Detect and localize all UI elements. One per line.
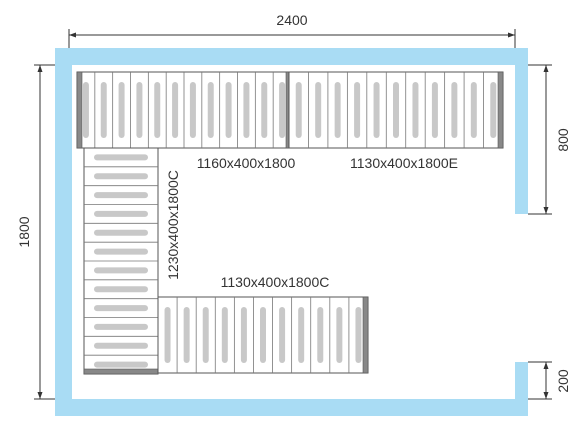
shelf-slat bbox=[298, 307, 305, 363]
shelf-slat bbox=[240, 307, 247, 363]
shelf-left-vertical bbox=[83, 147, 159, 375]
shelf-slat bbox=[136, 82, 143, 138]
shelf-slat bbox=[94, 192, 148, 199]
walls bbox=[55, 48, 528, 416]
shelf-slat bbox=[451, 82, 458, 138]
shelf-slat bbox=[164, 307, 171, 363]
shelf-slat bbox=[295, 82, 302, 138]
shelf-slat bbox=[373, 82, 380, 138]
shelf-slat bbox=[183, 307, 190, 363]
shelf-slat bbox=[221, 307, 228, 363]
shelf-slat bbox=[118, 82, 125, 138]
shelf-slat bbox=[207, 82, 214, 138]
dim-left-arrow-top bbox=[37, 65, 43, 72]
shelf-top-right bbox=[288, 71, 504, 149]
wall-bottom bbox=[55, 399, 528, 416]
shelf-slat bbox=[82, 82, 89, 138]
shelf-end-post bbox=[76, 71, 83, 149]
shelf-label-top-right: 1130x400x1800E bbox=[350, 155, 458, 171]
shelf-slat bbox=[189, 82, 196, 138]
wall-right-upper bbox=[515, 48, 528, 214]
shelf-bottom bbox=[157, 296, 369, 374]
shelf-slat bbox=[470, 82, 477, 138]
dim-right-lower-arrow-top bbox=[543, 362, 549, 369]
shelf-label-bottom: 1130x400x1800C bbox=[221, 274, 330, 290]
wall-left bbox=[55, 48, 72, 416]
shelf-end-post bbox=[497, 71, 504, 149]
dim-total-width-label: 2400 bbox=[276, 12, 307, 28]
dim-right-upper-label: 800 bbox=[555, 128, 571, 152]
shelf-slat bbox=[202, 307, 209, 363]
dim-top-arrow-left bbox=[69, 32, 76, 38]
shelf-slat bbox=[94, 267, 148, 274]
shelf-slat bbox=[94, 154, 148, 161]
shelf-slat bbox=[94, 342, 148, 349]
shelf-slat bbox=[315, 82, 322, 138]
shelf-slat bbox=[94, 361, 148, 368]
shelf-slat bbox=[94, 323, 148, 330]
shelf-slat bbox=[94, 305, 148, 312]
shelf-top-left bbox=[76, 71, 292, 149]
dim-right-lower-arrow-bottom bbox=[543, 392, 549, 399]
shelf-slat bbox=[355, 307, 362, 363]
shelf-slat bbox=[243, 82, 250, 138]
shelf-slat bbox=[94, 286, 148, 293]
shelf-slat bbox=[431, 82, 438, 138]
shelf-slat bbox=[225, 82, 232, 138]
dim-top-arrow-right bbox=[508, 32, 515, 38]
shelf-slat bbox=[94, 173, 148, 180]
shelf-slat bbox=[393, 82, 399, 138]
wall-top bbox=[55, 48, 528, 65]
shelf-slat bbox=[490, 82, 497, 138]
shelf-slat bbox=[94, 210, 148, 217]
shelf-slat bbox=[354, 82, 361, 138]
shelf-end-post bbox=[83, 368, 159, 375]
shelf-slat bbox=[172, 82, 179, 138]
dim-total-height-label: 1800 bbox=[16, 216, 32, 247]
dim-right-upper-arrow-top bbox=[543, 65, 549, 72]
shelf-slat bbox=[336, 307, 343, 363]
shelf-slat bbox=[260, 307, 266, 363]
shelf-slat bbox=[279, 307, 286, 363]
shelf-label-left-vertical: 1230x400x1800C bbox=[165, 170, 181, 280]
shelf-slat bbox=[261, 82, 268, 138]
wall-right-lower bbox=[515, 362, 528, 416]
shelf-slat bbox=[412, 82, 419, 138]
shelf-slat bbox=[154, 82, 161, 138]
dimension-lines bbox=[34, 29, 552, 400]
shelf-label-top-left: 1160x400x1800 bbox=[197, 155, 296, 171]
shelf-slat bbox=[334, 82, 341, 138]
shelf-slat bbox=[94, 248, 148, 255]
shelf-slat bbox=[94, 229, 148, 236]
dim-right-lower-label: 200 bbox=[555, 369, 571, 393]
dim-right-upper-arrow-bottom bbox=[543, 207, 549, 214]
shelf-slat bbox=[317, 307, 324, 363]
shelf-end-post bbox=[362, 296, 369, 374]
dim-left-arrow-bottom bbox=[37, 392, 43, 399]
shelf-slat bbox=[100, 82, 107, 138]
shelf-slat bbox=[279, 82, 286, 138]
